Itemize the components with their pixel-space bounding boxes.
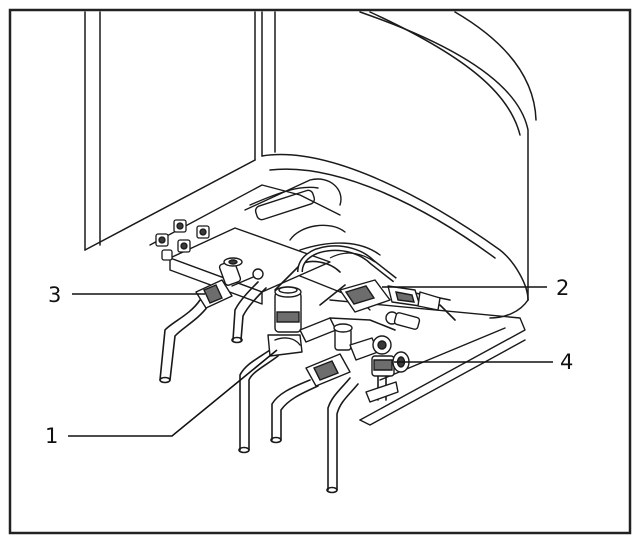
callout-3: 3 bbox=[48, 283, 61, 307]
valve-3 bbox=[195, 257, 264, 309]
flexible-hose bbox=[297, 245, 397, 283]
valve-2 bbox=[339, 279, 441, 330]
figure-frame bbox=[8, 8, 632, 535]
wall-fittings bbox=[155, 219, 210, 261]
leader-lines bbox=[68, 286, 553, 437]
valve-1 bbox=[267, 286, 337, 357]
callout-4: 4 bbox=[560, 350, 573, 374]
callout-2: 2 bbox=[556, 276, 569, 300]
leader-line-1 bbox=[68, 349, 278, 437]
boiler-casing bbox=[84, 11, 537, 319]
boiler-underside bbox=[149, 178, 526, 426]
callout-1: 1 bbox=[45, 424, 58, 448]
